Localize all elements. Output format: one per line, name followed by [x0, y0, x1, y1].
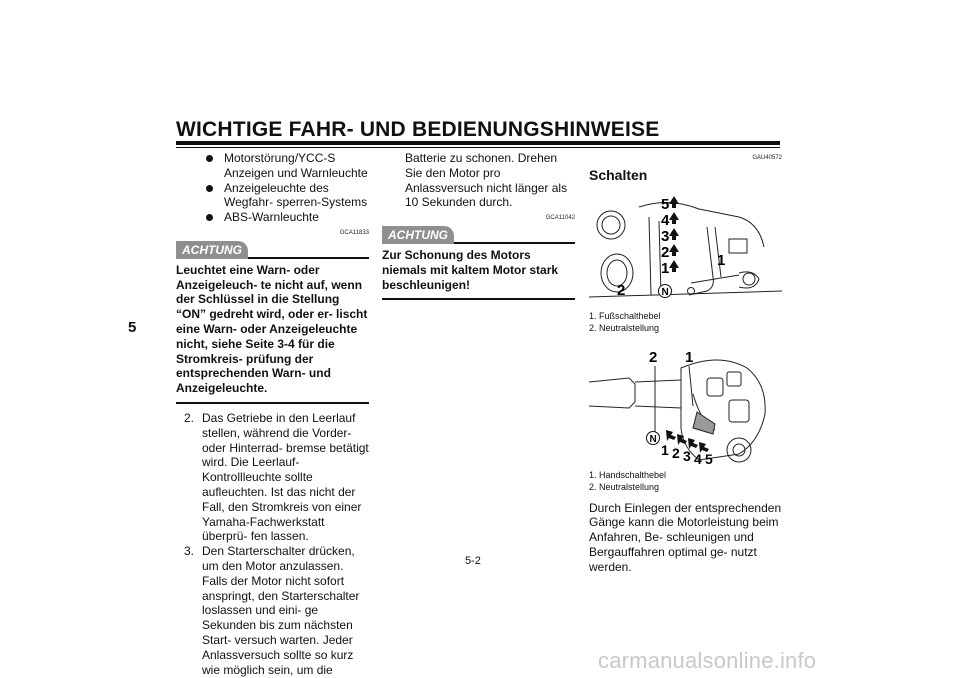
figure-caption: 1. Handschalthebel 2. Neutralstellung: [589, 469, 667, 492]
section-title: Schalten: [589, 166, 648, 183]
gear-label: 1: [661, 442, 669, 458]
page-number: 5-2: [465, 555, 481, 567]
shift-arrow-icon: [669, 211, 679, 224]
gear-label: N: [650, 434, 657, 445]
bullet-item: Motorstörung/YCC-S Anzeigen und Warnleuc…: [206, 151, 369, 181]
gear-label: 4: [661, 212, 670, 229]
foot-shift-figure: 5 4 3 2 1 N 1 2: [589, 195, 782, 299]
list-item: 3.Den Starterschalter drücken, um den Mo…: [184, 544, 360, 677]
column-2: Batterie zu schonen. Drehen Sie den Moto…: [382, 151, 575, 301]
chapter-tab: 5: [128, 319, 137, 336]
gear-label: 1: [661, 260, 669, 277]
achtung-header: ACHTUNG: [382, 225, 575, 244]
hand-shift-figure: N 1 2 3 4 5 2 1: [589, 349, 766, 466]
achtung-end-rule: [382, 298, 575, 301]
achtung-end-rule: [176, 401, 369, 404]
reference-code: GCA11042: [545, 215, 575, 222]
gear-label: 2: [672, 445, 680, 461]
column-3: GAU40572 Schalten 5 4: [589, 151, 782, 575]
bullet-icon: [206, 151, 216, 181]
callout-label: 2: [617, 282, 625, 299]
shift-arrow-icon: [699, 441, 709, 453]
achtung-text: Zur Schonung des Motors niemals mit kalt…: [382, 247, 559, 292]
achtung-badge: ACHTUNG: [176, 240, 248, 259]
title-rule-thick: [176, 141, 780, 145]
gear-label: 2: [661, 244, 669, 261]
shift-arrow-icon: [669, 227, 679, 240]
bullet-item: ABS-Warnleuchte: [206, 210, 369, 225]
gear-label: 5: [661, 196, 669, 213]
column-1: Motorstörung/YCC-S Anzeigen und Warnleuc…: [176, 151, 369, 677]
achtung-rule: [248, 256, 369, 259]
title-rule-thin: [176, 147, 780, 148]
gear-label: 4: [694, 451, 702, 466]
gear-label: 3: [683, 448, 691, 464]
page-title: WICHTIGE FAHR- UND BEDIENUNGSHINWEISE: [176, 118, 660, 141]
bullet-icon: [206, 181, 216, 211]
bullet-item: Anzeigeleuchte des Wegfahr- sperren-Syst…: [206, 181, 369, 211]
shift-arrow-icon: [669, 195, 679, 208]
reference-code: GCA11833: [339, 229, 369, 236]
bullet-icon: [206, 210, 216, 225]
shift-arrow-icon: [669, 243, 679, 256]
shift-arrow-icon: [688, 437, 698, 449]
neutral-marker: [646, 430, 660, 445]
callout-label: 2: [649, 349, 657, 366]
steps-list: 2.Das Getriebe in den Leerlauf stellen, …: [176, 411, 369, 677]
gear-label: 3: [661, 228, 669, 245]
reference-code: GAU40572: [752, 155, 782, 161]
neutral-marker: [658, 283, 672, 298]
callout-label: 1: [717, 252, 725, 269]
continued-text: Batterie zu schonen. Drehen Sie den Moto…: [405, 151, 568, 210]
achtung-rule: [454, 241, 575, 244]
hand-lever-shape: [692, 410, 716, 435]
shift-arrow-icon: [677, 433, 687, 445]
achtung-header: ACHTUNG: [176, 240, 369, 259]
callout-label: 1: [685, 349, 693, 366]
list-item: 2.Das Getriebe in den Leerlauf stellen, …: [184, 410, 369, 544]
shift-arrow-icon: [666, 429, 676, 441]
achtung-badge: ACHTUNG: [382, 225, 454, 244]
gear-label: N: [662, 287, 669, 298]
figure-caption: 1. Fußschalthebel 2. Neutralstellung: [589, 310, 661, 333]
gear-label: 5: [705, 451, 713, 466]
shift-arrow-icon: [669, 259, 679, 272]
body-text: Durch Einlegen der entsprechenden Gänge …: [589, 500, 782, 574]
watermark: carmanualsonline.info: [598, 648, 817, 673]
achtung-text: Leuchtet eine Warn- oder Anzeigeleuch- t…: [176, 262, 368, 396]
